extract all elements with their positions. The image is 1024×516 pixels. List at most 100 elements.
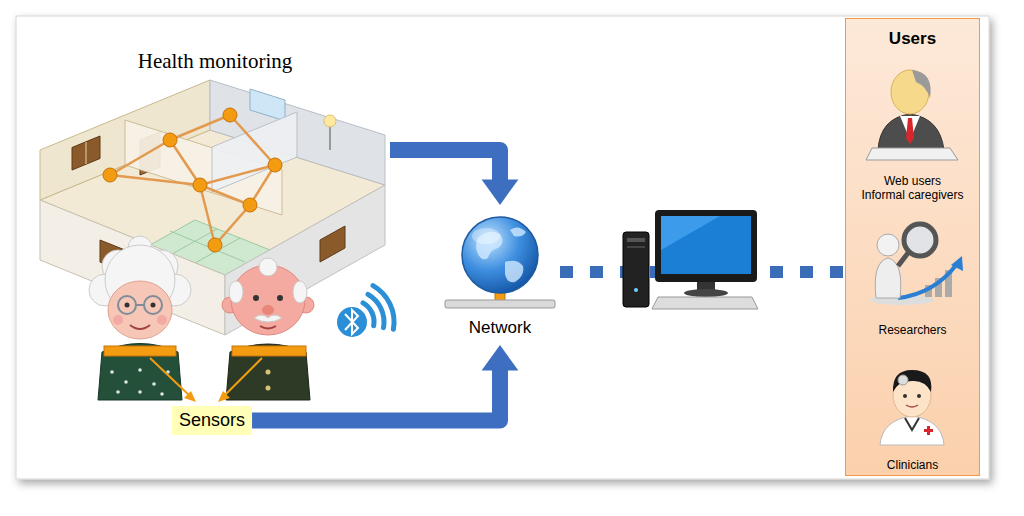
sensor-network [230,115,275,165]
web-user-icon [906,118,914,144]
elderly-man [254,315,282,322]
clinician-icon [880,370,944,445]
network-globe [445,217,555,308]
computer-monitor [655,210,757,282]
sensor-network [170,140,200,185]
elderly-man [293,281,307,303]
house-illustration [72,136,100,170]
sensor-network [200,185,215,245]
bluetooth-symbol [368,294,384,327]
house-region: Health monitoring [40,45,390,345]
elderly-woman [89,236,191,400]
house-illustration [329,125,331,150]
web-user-icon [912,70,931,98]
elderly-woman [136,304,144,306]
users-panel-fill [845,18,980,476]
elderly-man [266,370,271,375]
elderly-woman [124,380,128,384]
computer-tower [627,246,645,248]
computer-monitor [684,289,728,297]
network-globe [510,227,526,236]
sensor-network [193,178,207,192]
network-globe [445,300,555,308]
computer-tower [623,232,649,307]
users-panel: UsersWeb users Informal caregiversResear… [845,18,980,476]
elderly-woman [160,392,164,396]
user-group: Web users Informal caregivers [845,64,980,204]
computer-tower [634,288,638,292]
elderly-woman [104,346,176,356]
arrow-head [482,179,519,205]
node-label: Web users Informal caregivers [850,174,975,202]
elderly-woman [116,390,120,394]
elderly-woman [118,296,136,314]
elderly-man [226,344,310,400]
computer-keyboard [652,297,758,309]
elderly-woman [157,315,167,325]
computer-tower [627,238,645,242]
elderly-woman [108,281,172,339]
sensor-network [268,158,282,172]
elderly-woman [110,370,114,374]
house-illustration [320,226,345,262]
user-group: Researchers [846,214,979,339]
network-globe [462,217,538,293]
bluetooth-symbol [373,286,394,330]
elderly-woman [138,368,142,372]
web-user-icon [866,148,958,160]
sensor-network [170,115,230,140]
researcher-icon [898,253,908,266]
researcher-icon [877,234,899,256]
sensor-network [103,108,282,252]
users-panel-fill [845,18,980,476]
computer-monitor [655,210,757,297]
clinician-icon [903,394,907,398]
computer-keyboard [652,297,758,309]
data-arrow [252,345,518,421]
sensor-network [223,108,237,122]
house-illustration [212,112,297,192]
sensor-network [163,133,177,147]
clinician-icon [893,370,931,392]
elderly-woman [138,390,142,394]
data-arrow [390,150,518,205]
sensor-network [243,198,257,212]
researcher-icon [904,224,936,256]
house-illustration [40,80,385,335]
clinician-icon [917,394,921,398]
computer-tower [623,232,649,307]
elderly-woman [98,344,182,401]
sensor-network [103,168,117,182]
node-label: Clinicians [887,458,938,472]
sensor-leader-lines [218,391,230,402]
sensor-leader-lines [184,391,196,402]
computer-monitor [661,216,751,274]
sensor-network [208,238,222,252]
network-globe [505,261,523,283]
network-node: Network [440,205,560,345]
bluetooth-symbol [337,286,394,337]
elderly-man [277,295,283,301]
house-illustration [86,142,87,164]
house-illustration [250,89,285,121]
researcher-icon [870,224,963,305]
elderly-man [262,305,274,315]
node-label: Researchers [878,323,946,337]
sensor-leader-lines [150,358,262,402]
web-user-icon [878,114,944,150]
elderly-man [259,258,277,276]
frame [16,16,989,479]
clinician-icon [898,375,908,385]
house-illustration [324,115,336,127]
node-label: Users [889,29,936,49]
researcher-icon [951,256,963,271]
elderly-man [222,258,314,400]
connector-line [390,150,500,180]
frame [16,16,989,479]
clinician-icon [906,405,918,407]
elderly-woman [110,368,170,396]
